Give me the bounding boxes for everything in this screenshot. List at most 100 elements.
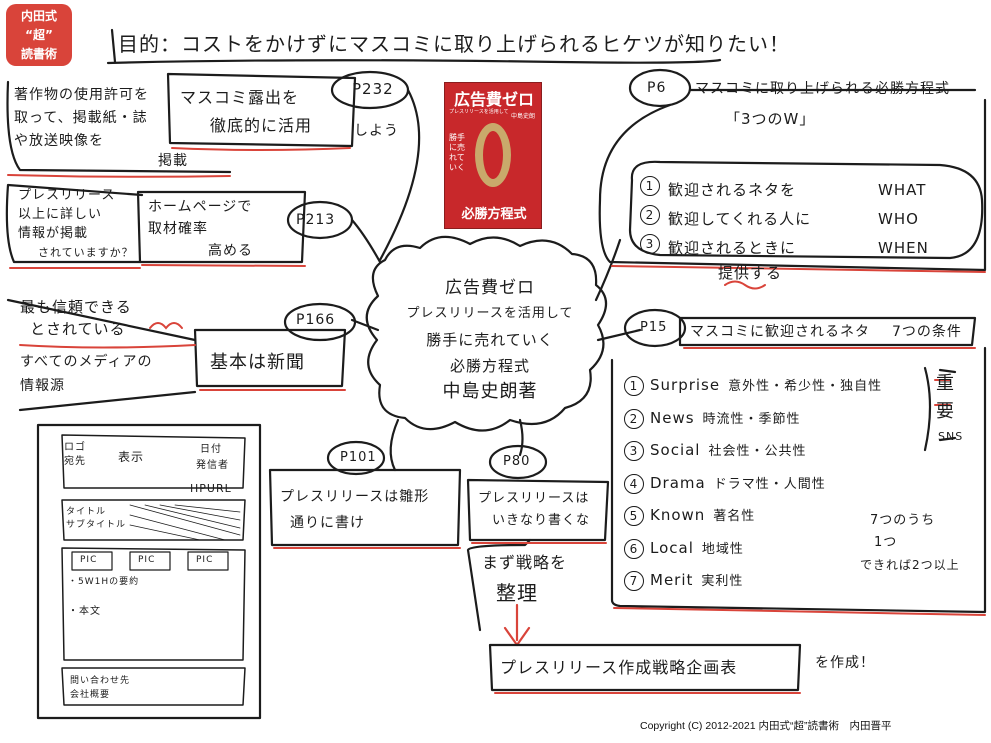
- p166-line1: 基本は新聞: [210, 352, 305, 373]
- p213-note1: プレスリリース: [18, 188, 116, 203]
- p15-item-en: Surprise: [650, 376, 721, 394]
- p232-note2: 取って、掲載紙・誌: [14, 110, 148, 126]
- p15-side1: 7つのうち: [870, 513, 936, 528]
- p80-main: プレスリリースは いきなり書くな: [478, 488, 590, 532]
- p15-item-en: Drama: [650, 473, 706, 492]
- p6-list: 1 歓迎されるネタを WHAT 2 歓迎してくれる人に WHO 3 歓迎されると…: [640, 176, 960, 263]
- page-title: 目的：コストをかけずにマスコミに取り上げられるヒケツが知りたい！: [118, 32, 790, 56]
- p15-item-num: 4: [624, 473, 644, 494]
- center-line4: 必勝方程式: [449, 357, 530, 375]
- p6-line1: マスコミに取り上げられる必勝方程式: [695, 81, 950, 97]
- p232-tail: しよう: [354, 123, 399, 139]
- tpl-contact: 発信者: [196, 460, 229, 471]
- tpl-titlelabel1: タイトル: [66, 507, 107, 517]
- p213-note2: 以上に詳しい: [18, 207, 103, 222]
- p15-item-ja: 社会性・公共性: [708, 444, 807, 459]
- p15-line1: マスコミに歓迎されるネタ: [690, 324, 870, 340]
- book-middle: 勝手に売れていく: [449, 133, 465, 172]
- tpl-hpurl: HPURL: [190, 482, 232, 495]
- p80-note2: 整理: [496, 581, 538, 605]
- p213-note3: 情報が掲載: [18, 226, 89, 241]
- tpl-footer1: 問い合わせ先: [70, 676, 131, 686]
- badge-line1: 内田式: [20, 9, 57, 23]
- p6-item-en: WHAT: [878, 181, 927, 199]
- p15-item-2: 2 News 時流性・季節性: [624, 403, 924, 436]
- p15-important1: 重: [936, 373, 955, 394]
- p6-item-num: 3: [640, 234, 660, 254]
- p232-line1: マスコミ露出を: [180, 88, 300, 107]
- p6-item-en: WHEN: [878, 239, 929, 257]
- center-cloud: [365, 235, 608, 432]
- center-line2: プレスリリースを活用して: [406, 306, 574, 321]
- p15-item-en: Local: [650, 538, 694, 557]
- p6-item-2: 2 歓迎してくれる人に WHO: [640, 205, 960, 234]
- p6-last: 提供する: [718, 264, 783, 282]
- p15-item-ja: 時流性・季節性: [702, 411, 801, 427]
- p101-page: P101: [340, 450, 377, 465]
- p166-note4: 情報源: [20, 378, 65, 394]
- tpl-pic2: PIC: [138, 555, 156, 565]
- p166-note-a: 最も信頼できる とされている: [20, 296, 132, 340]
- p80-line1: プレスリリースは: [478, 491, 590, 506]
- p232-line2: 徹底的に活用: [210, 116, 313, 135]
- p15-item-num: 1: [624, 376, 644, 396]
- tpl-date: 日付: [200, 444, 222, 455]
- tpl-display: 表示: [118, 450, 145, 464]
- p15-sns: SNS: [938, 430, 964, 443]
- book-subtitle: プレスリリースを活用して: [449, 109, 509, 115]
- p15-item-num: 2: [624, 408, 644, 429]
- p6-item-en: WHO: [878, 210, 919, 228]
- p232-page: P232: [352, 80, 394, 98]
- p6-item-num: 2: [640, 205, 660, 225]
- p6-item-ja: 歓迎されるネタを: [668, 181, 797, 199]
- p166-note3: すべてのメディアの: [20, 354, 153, 370]
- p15-side3: できれば2つ以上: [860, 558, 960, 572]
- brand-badge: 内田式 “超” 読書術: [6, 4, 72, 66]
- template-box: [36, 423, 262, 720]
- tpl-body: ・本文: [68, 606, 101, 617]
- copyright: Copyright (C) 2012-2021 内田式“超”読書術 内田晋平: [640, 720, 892, 732]
- p213-note: プレスリリース 以上に詳しい 情報が掲載 されていますか？: [18, 186, 134, 262]
- badge-line2: “超”: [25, 28, 53, 42]
- p6-item-1: 1 歓迎されるネタを WHAT: [640, 176, 960, 205]
- p15-item-en: News: [650, 408, 695, 427]
- p80-plan: プレスリリース作成戦略企画表: [500, 658, 738, 677]
- p232-note4: 掲載: [158, 153, 188, 169]
- p166-note1: 最も信頼できる: [20, 298, 132, 316]
- p15-item-ja: 著名性: [713, 509, 756, 524]
- tpl-pic3: PIC: [196, 555, 214, 565]
- p15-side: 7つのうち 1つ できれば2つ以上: [860, 510, 960, 576]
- p80-tail: を作成！: [815, 655, 875, 671]
- p80-note: まず戦略を 整理: [482, 548, 567, 608]
- p213-note4: されていますか？: [38, 246, 134, 259]
- p166-page: P166: [296, 312, 336, 328]
- p15-important2: 要: [936, 401, 955, 422]
- center-line3: 勝手に売れていく: [426, 331, 554, 349]
- book-bottom: 必勝方程式: [461, 207, 527, 222]
- center-line1: 広告費ゼロ: [445, 278, 535, 298]
- book-title: 広告費ゼロ: [453, 90, 534, 109]
- tpl-footer2: 会社概要: [70, 690, 111, 700]
- p15-important: 重 要: [936, 370, 955, 426]
- p15-line2: 7つの条件: [892, 324, 962, 340]
- book-zero-graphic: [475, 123, 511, 187]
- p15-page: P15: [640, 320, 668, 335]
- p213-main: ホームページで 取材確率 高める: [148, 196, 253, 262]
- p15-item-num: 6: [624, 538, 644, 559]
- p15-item-num: 7: [624, 571, 644, 591]
- p166-note2: とされている: [30, 320, 126, 338]
- p213-page: P213: [296, 212, 336, 228]
- p6-item-num: 1: [640, 176, 660, 196]
- badge-line3: 読書術: [20, 47, 57, 61]
- p6-item-ja: 歓迎してくれる人に: [668, 210, 812, 228]
- tpl-pic1: PIC: [80, 555, 98, 565]
- p6-page: P6: [647, 80, 667, 96]
- tpl-logo: ロゴ: [64, 442, 86, 453]
